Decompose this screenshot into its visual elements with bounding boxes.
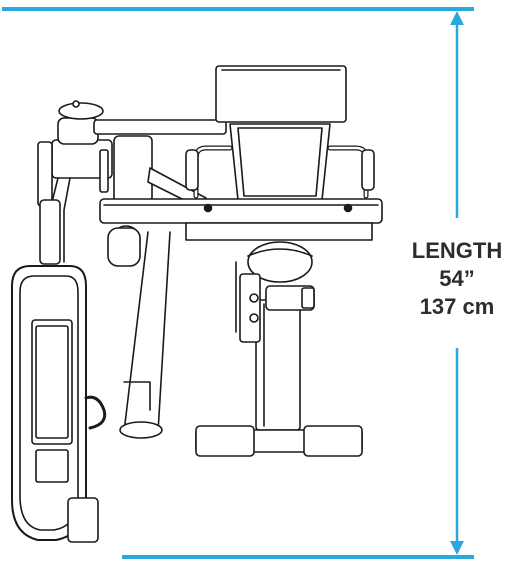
seat-post <box>235 241 315 431</box>
console <box>11 199 107 543</box>
length-dimension-lines <box>2 7 474 559</box>
cross-bar <box>99 198 383 241</box>
length-metric-value: 137 cm <box>419 294 495 319</box>
side-handles <box>185 145 375 199</box>
diagonal-tube <box>119 231 171 439</box>
console-keypad <box>35 449 69 483</box>
length-imperial-value: 54” <box>439 266 475 291</box>
console-arm <box>37 100 227 263</box>
bike-drawing <box>11 65 383 543</box>
length-label: LENGTH <box>411 238 503 263</box>
arrow-up-icon <box>450 11 464 25</box>
base-stand <box>195 425 363 457</box>
seat-back <box>215 65 347 201</box>
arrow-down-icon <box>450 541 464 555</box>
